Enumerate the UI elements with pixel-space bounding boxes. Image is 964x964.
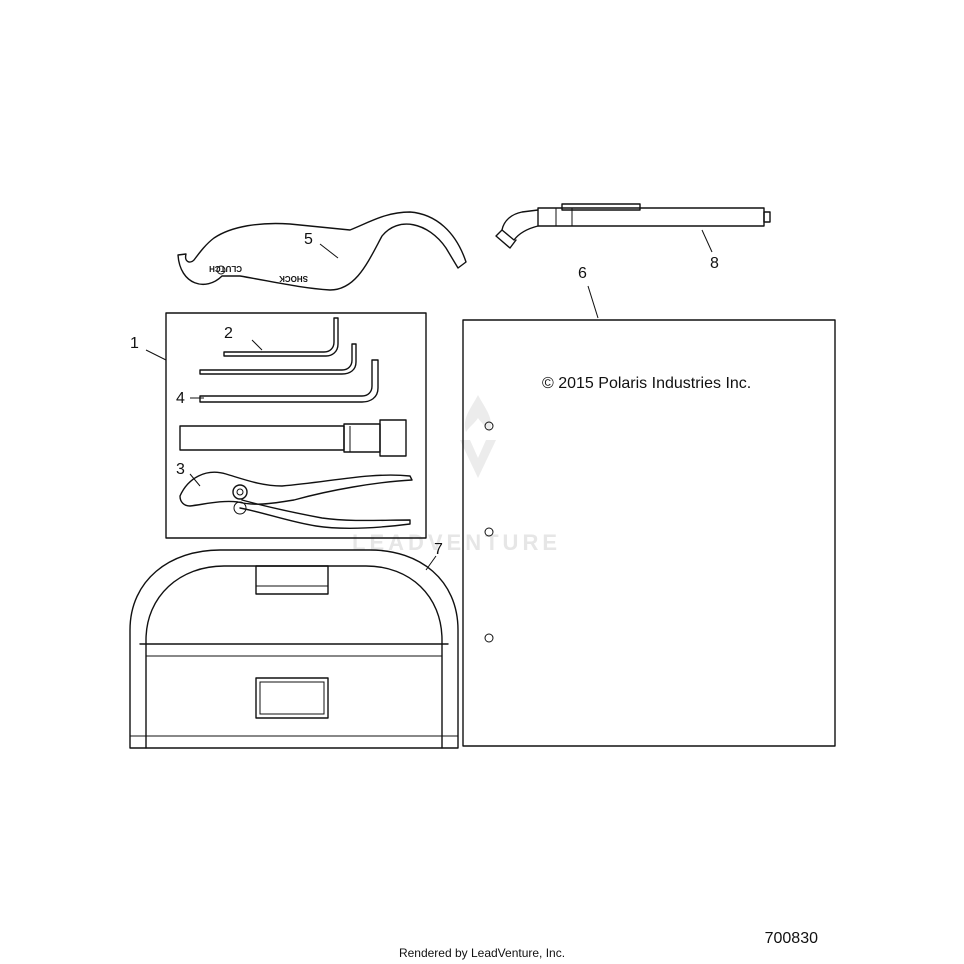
socket-extension bbox=[179, 419, 407, 457]
leadventure-watermark: LEADVENTURE bbox=[352, 395, 557, 555]
wrench-shock-label: SHOCK bbox=[279, 274, 308, 283]
diagram-number: 700830 bbox=[764, 930, 818, 947]
hex-key-set bbox=[199, 317, 379, 403]
tool-kit-frame bbox=[165, 312, 427, 539]
callout-7: 7 bbox=[434, 541, 443, 558]
tool-bag bbox=[129, 549, 459, 749]
callout-4: 4 bbox=[176, 390, 185, 407]
spanner-wrench: CLUTCH SHOCK bbox=[177, 211, 467, 291]
callout-3: 3 bbox=[176, 461, 185, 478]
extension-handle bbox=[495, 203, 771, 249]
callout-8: 8 bbox=[710, 255, 719, 272]
callout-2: 2 bbox=[224, 325, 233, 342]
callout-6: 6 bbox=[578, 265, 587, 282]
wrench-clutch-label: CLUTCH bbox=[209, 264, 242, 273]
render-credit: Rendered by LeadVenture, Inc. bbox=[398, 946, 566, 960]
manual-copyright: © 2015 Polaris Industries Inc. bbox=[542, 375, 751, 392]
pliers bbox=[179, 471, 413, 529]
callout-1: 1 bbox=[130, 335, 139, 352]
owners-manual: © 2015 Polaris Industries Inc. bbox=[462, 319, 836, 747]
callout-5: 5 bbox=[304, 231, 313, 248]
